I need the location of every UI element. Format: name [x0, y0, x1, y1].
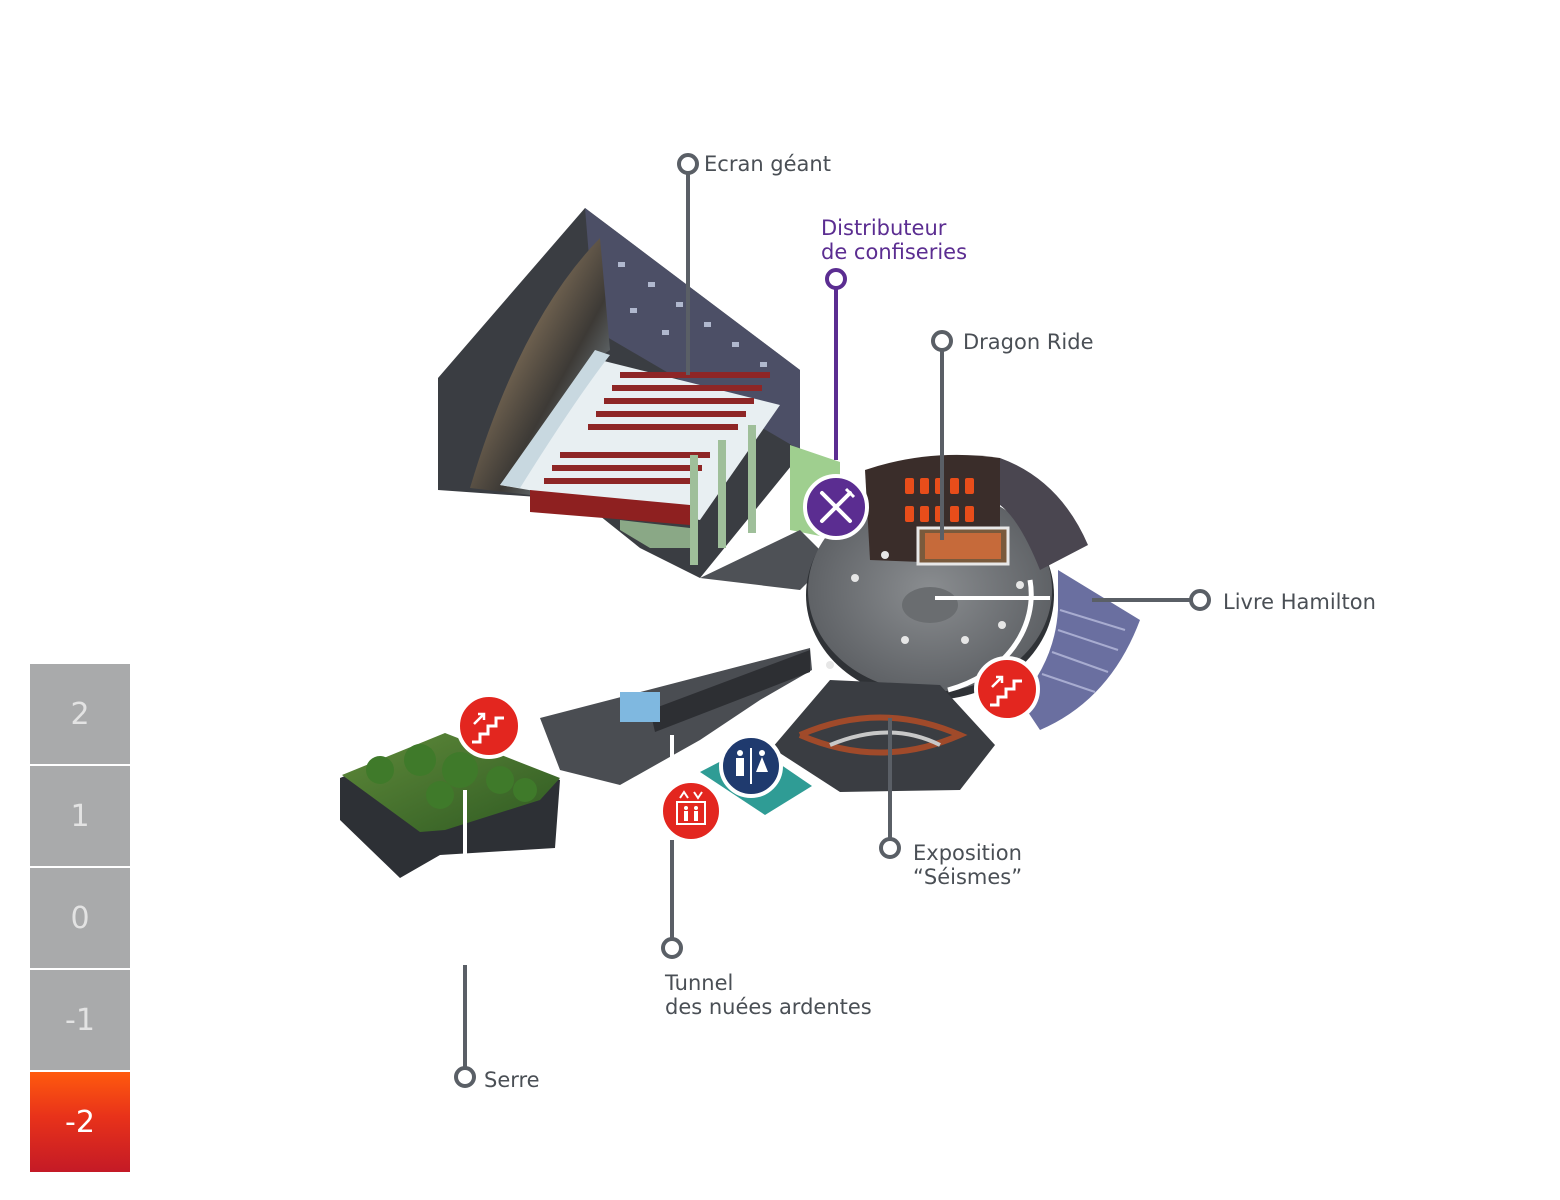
central-plaza — [806, 454, 1088, 700]
stairs-icon[interactable] — [456, 693, 522, 759]
exposition-seismes-room — [772, 680, 995, 792]
label-tunnel[interactable]: Tunnel des nuées ardentes — [665, 971, 872, 1019]
pin-livre-hamilton[interactable] — [1189, 589, 1211, 611]
connector-floor — [700, 530, 830, 590]
pin-exposition[interactable] — [879, 837, 901, 859]
floor-button-minus-1[interactable]: -1 — [30, 970, 130, 1070]
serre-greenhouse — [340, 733, 560, 878]
pin-ecran[interactable] — [677, 153, 699, 175]
floor-button-0[interactable]: 0 — [30, 868, 130, 968]
floor-button-minus-2[interactable]: -2 — [30, 1072, 130, 1172]
label-ecran-geant[interactable]: Ecran géant — [704, 152, 831, 176]
leader-lines — [463, 174, 1190, 1067]
fork-knife-icon[interactable] — [803, 474, 869, 540]
livre-hamilton-room — [1020, 570, 1140, 730]
pin-distributeur[interactable] — [825, 268, 847, 290]
toilets-icon[interactable] — [719, 734, 783, 798]
floor-button-2[interactable]: 2 — [30, 664, 130, 764]
pin-dragon-ride[interactable] — [931, 330, 953, 352]
floor-button-1[interactable]: 1 — [30, 766, 130, 866]
label-livre-hamilton[interactable]: Livre Hamilton — [1223, 590, 1376, 614]
elevator-icon[interactable] — [659, 779, 723, 843]
floor-selector: 2 1 0 -1 -2 — [30, 664, 130, 1174]
pin-serre[interactable] — [454, 1066, 476, 1088]
tunnel-corridor — [540, 648, 812, 785]
pin-tunnel[interactable] — [661, 937, 683, 959]
label-exposition[interactable]: Exposition “Séismes” — [913, 841, 1023, 889]
cinema-building — [438, 208, 840, 578]
label-distributeur[interactable]: Distributeur de confiseries — [821, 216, 968, 264]
stairs-icon[interactable] — [974, 656, 1040, 722]
label-dragon-ride[interactable]: Dragon Ride — [963, 330, 1094, 354]
label-serre[interactable]: Serre — [484, 1068, 540, 1092]
